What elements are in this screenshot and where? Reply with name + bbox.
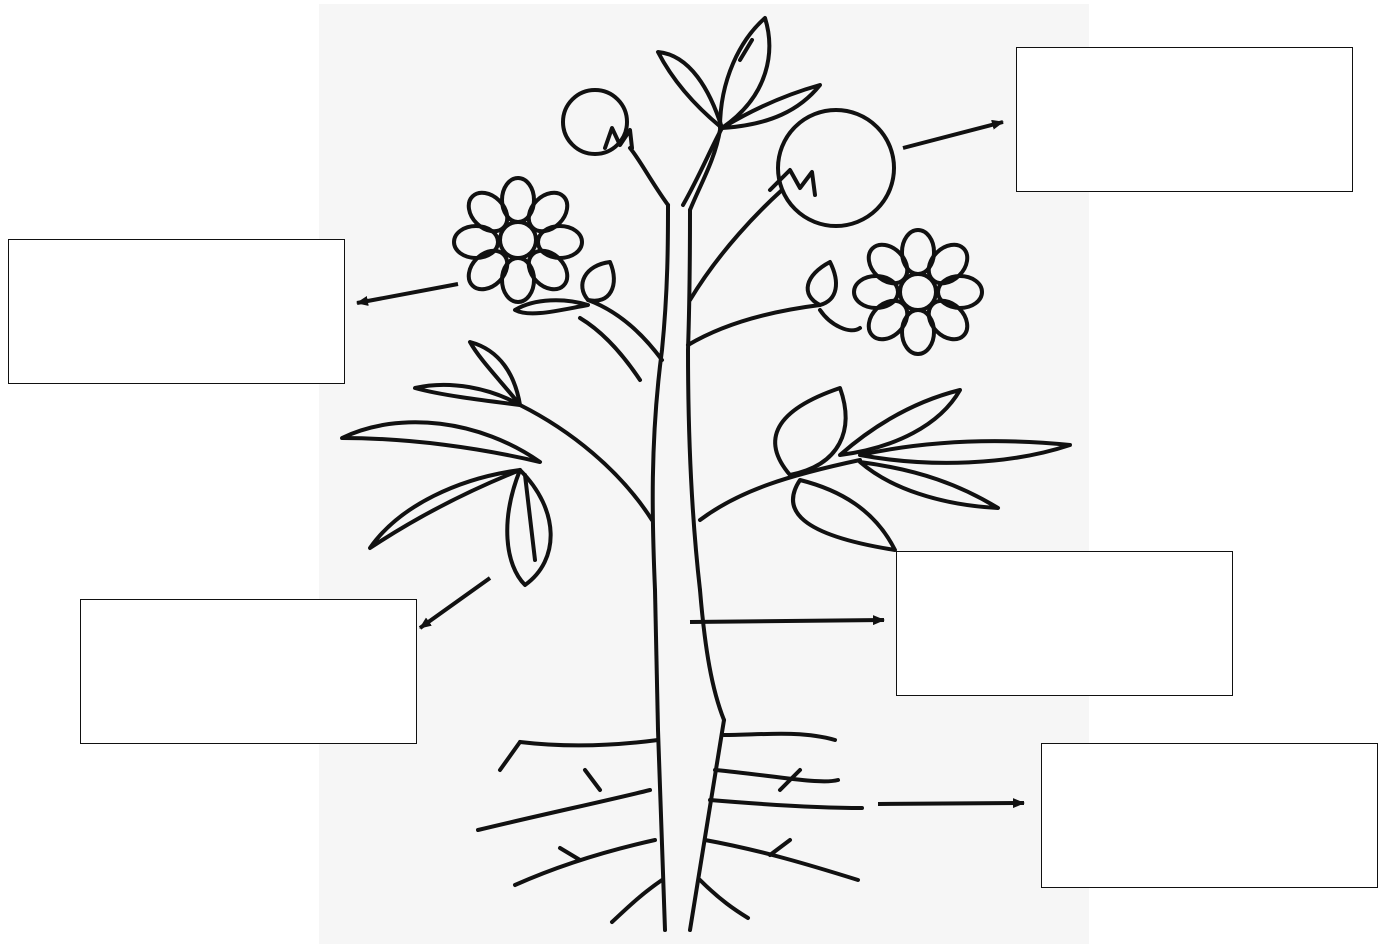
roots: [478, 720, 862, 930]
label-box-flower[interactable]: [8, 239, 345, 384]
arrow-flower: [357, 284, 458, 303]
arrow-root: [878, 803, 1024, 804]
label-box-fruit[interactable]: [1016, 47, 1353, 192]
flower-2: [808, 230, 982, 354]
flower-1: [454, 178, 614, 313]
arrow-stem: [690, 620, 884, 622]
label-box-stem[interactable]: [896, 551, 1233, 696]
label-box-leaf[interactable]: [80, 599, 417, 744]
stem: [653, 205, 724, 730]
fruit-2: [770, 110, 894, 226]
fruit-1: [563, 90, 632, 154]
label-box-root[interactable]: [1041, 743, 1378, 888]
arrow-leaf: [420, 578, 490, 628]
arrow-fruit: [903, 122, 1003, 148]
top-leaves: [658, 18, 820, 128]
leaves-left: [342, 342, 551, 585]
